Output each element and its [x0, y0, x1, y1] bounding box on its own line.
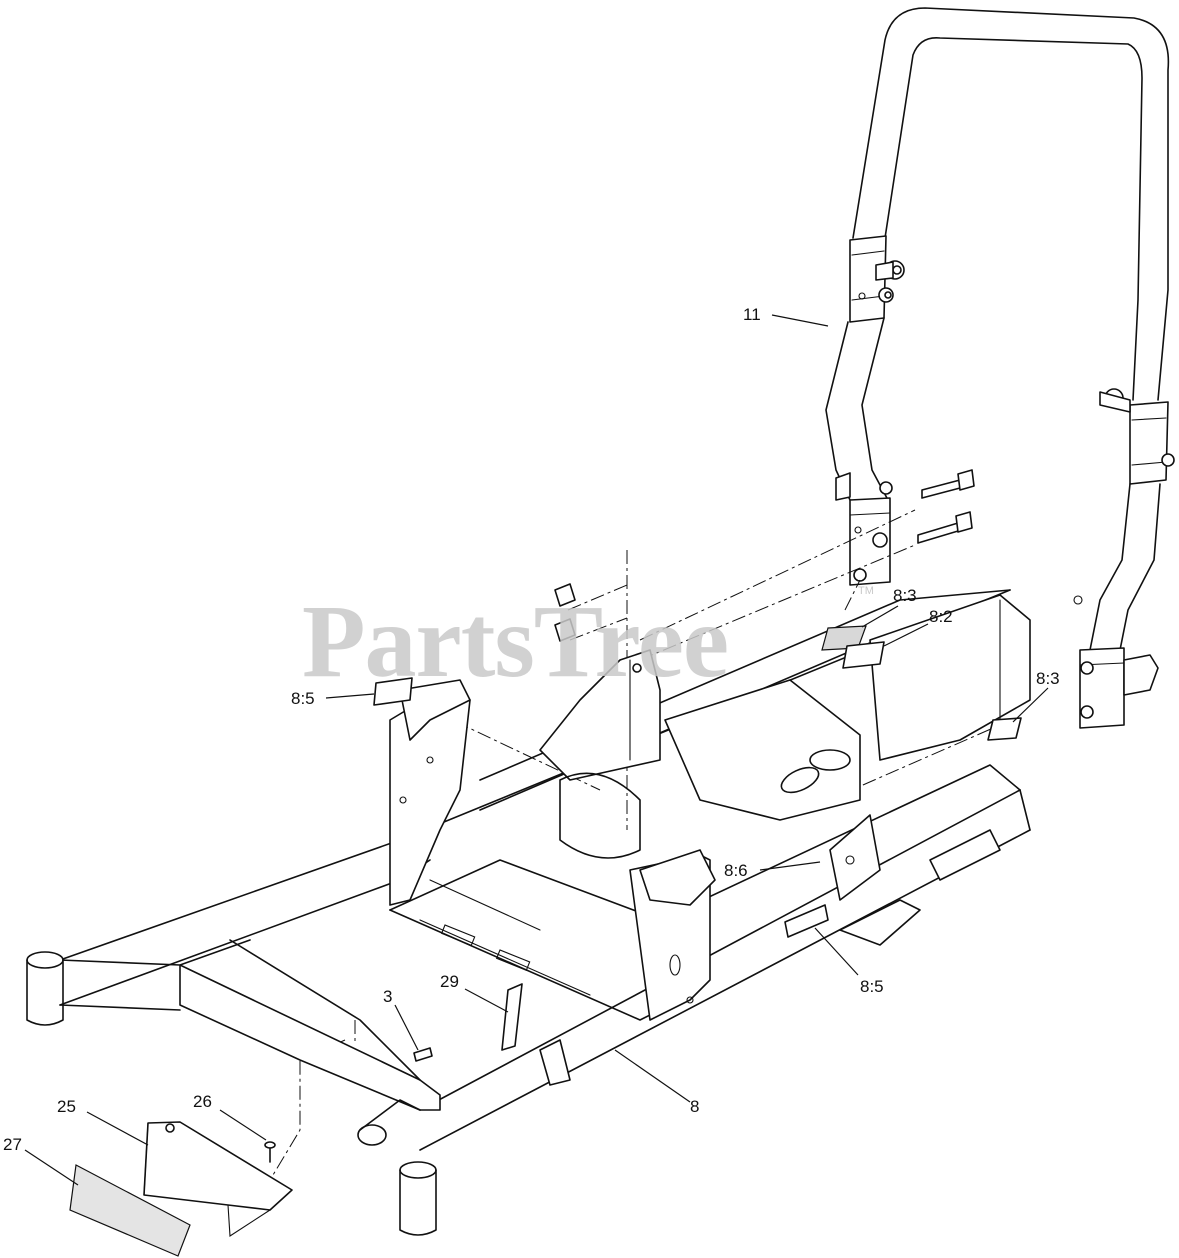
callout-8-5-left: 8:5	[291, 689, 315, 708]
watermark: PartsTree TM	[302, 584, 874, 699]
callout-8-3-upper: 8:3	[893, 586, 917, 605]
callout-8-5-lower: 8:5	[860, 977, 884, 996]
callout-8-2: 8:2	[929, 607, 953, 626]
callout-27: 27	[3, 1135, 22, 1154]
leader-lines	[24, 314, 1049, 1186]
callout-26: 26	[193, 1092, 212, 1111]
callout-11: 11	[743, 305, 761, 324]
main-frame	[26, 589, 1031, 1236]
callout-8-6: 8:6	[724, 861, 748, 880]
callout-29: 29	[440, 972, 459, 991]
callout-labels: 11 8:3 8:2 8:3 8:5 8:6 8:5 3 29 8 25 26 …	[3, 305, 1060, 1154]
callout-8: 8	[690, 1097, 699, 1116]
callout-3: 3	[383, 987, 392, 1006]
decals-and-parts	[69, 625, 1022, 1257]
watermark-trademark: TM	[858, 585, 874, 597]
callout-25: 25	[57, 1097, 76, 1116]
watermark-text: PartsTree	[302, 584, 728, 699]
callout-8-3-right: 8:3	[1036, 669, 1060, 688]
roll-bar	[825, 7, 1175, 729]
mounting-bolts	[554, 469, 975, 642]
